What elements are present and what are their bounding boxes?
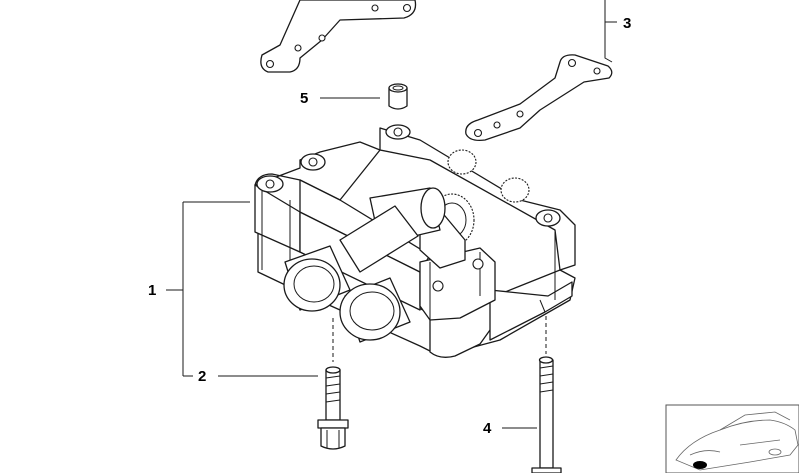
car-outline-icon <box>675 411 799 471</box>
callout-5: 5 <box>300 90 308 107</box>
callout-1: 1 <box>148 282 156 299</box>
callout-2: 2 <box>198 368 206 385</box>
balance-shafts <box>283 187 446 343</box>
balance-shaft-housing <box>254 124 576 358</box>
leader-lines <box>166 0 617 429</box>
long-bolt <box>531 356 562 473</box>
vehicle-locator-thumbnail <box>665 404 799 473</box>
short-bolt <box>317 366 349 450</box>
upper-bracket-plate <box>260 0 417 73</box>
dowel-sleeve <box>388 83 408 110</box>
callout-3: 3 <box>623 15 631 32</box>
callout-4: 4 <box>483 420 492 437</box>
right-bracket-plate <box>465 54 613 142</box>
